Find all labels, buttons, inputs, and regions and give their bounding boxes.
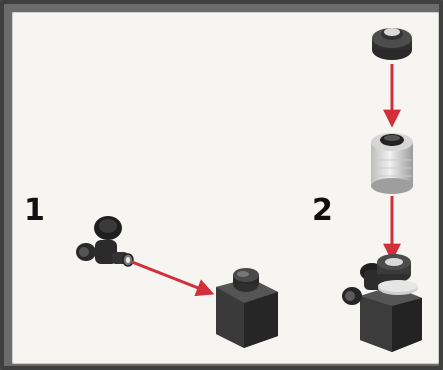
step-number-1: 1 <box>24 193 45 228</box>
step-number-2: 2 <box>312 193 333 228</box>
instruction-panel <box>12 12 439 364</box>
